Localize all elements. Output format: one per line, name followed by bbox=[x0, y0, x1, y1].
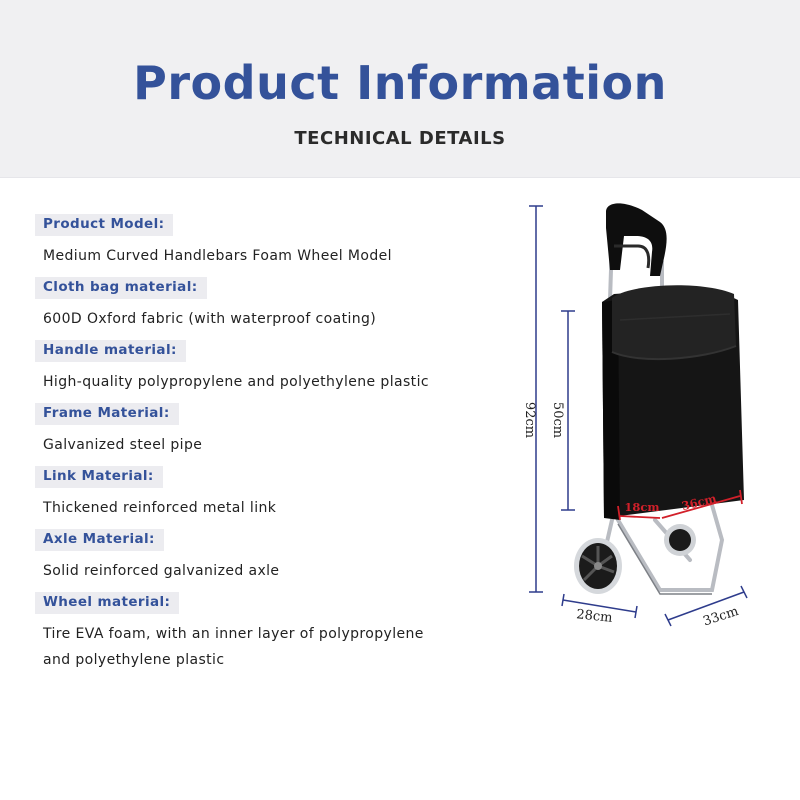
header-band bbox=[0, 0, 800, 178]
label-bag-depth: 18cm bbox=[624, 500, 659, 514]
spec-value: Solid reinforced galvanized axle bbox=[43, 563, 280, 579]
spec-cloth-bag-material: Cloth bag material: 600D Oxford fabric (… bbox=[35, 276, 455, 332]
spec-value: Galvanized steel pipe bbox=[43, 437, 203, 453]
spec-label: Axle Material: bbox=[35, 529, 164, 551]
dimension-bag-base bbox=[617, 489, 743, 521]
spec-value: 600D Oxford fabric (with waterproof coat… bbox=[43, 311, 377, 327]
spec-value: Medium Curved Handlebars Foam Wheel Mode… bbox=[43, 248, 392, 264]
spec-handle-material: Handle material: High-quality polypropyl… bbox=[35, 339, 455, 395]
spec-value: High-quality polypropylene and polyethyl… bbox=[43, 374, 429, 390]
label-total-height: 92cm bbox=[522, 402, 537, 438]
spec-frame-material: Frame Material: Galvanized steel pipe bbox=[35, 402, 455, 458]
shopping-trolley-illustration: 92cm 50cm 18cm 36cm 28cm 33cm bbox=[522, 203, 748, 629]
spec-label: Product Model: bbox=[35, 214, 174, 236]
spec-wheel-material: Wheel material: Tire EVA foam, with an i… bbox=[35, 591, 455, 673]
spec-list: Product Model: Medium Curved Handlebars … bbox=[35, 213, 455, 680]
dimension-bag-height bbox=[561, 310, 575, 511]
dimension-base-width bbox=[664, 585, 748, 627]
spec-product-model: Product Model: Medium Curved Handlebars … bbox=[35, 213, 455, 269]
spec-label: Cloth bag material: bbox=[35, 277, 207, 299]
spec-value: Tire EVA foam, with an inner layer of po… bbox=[43, 626, 424, 668]
back-wheel bbox=[664, 524, 696, 556]
spec-label: Frame Material: bbox=[35, 403, 179, 425]
trolley-frame-shade bbox=[617, 523, 712, 595]
spec-value: Thickened reinforced metal link bbox=[43, 500, 277, 516]
label-base-depth: 28cm bbox=[576, 607, 614, 626]
page-title: Product Information bbox=[133, 56, 667, 110]
page-subtitle: TECHNICAL DETAILS bbox=[294, 128, 506, 149]
spec-label: Handle material: bbox=[35, 340, 186, 362]
label-bag-height: 50cm bbox=[550, 402, 565, 438]
spec-link-material: Link Material: Thickened reinforced meta… bbox=[35, 465, 455, 521]
spec-label: Link Material: bbox=[35, 466, 163, 488]
header-divider bbox=[0, 177, 800, 178]
trolley-handle bbox=[606, 203, 667, 276]
front-wheel bbox=[574, 538, 622, 594]
label-base-width: 33cm bbox=[701, 604, 740, 629]
dimension-total-height bbox=[529, 205, 543, 593]
trolley-bag bbox=[602, 285, 744, 520]
spec-label: Wheel material: bbox=[35, 592, 180, 614]
spec-axle-material: Axle Material: Solid reinforced galvaniz… bbox=[35, 528, 455, 584]
dimension-base-depth bbox=[561, 593, 638, 619]
